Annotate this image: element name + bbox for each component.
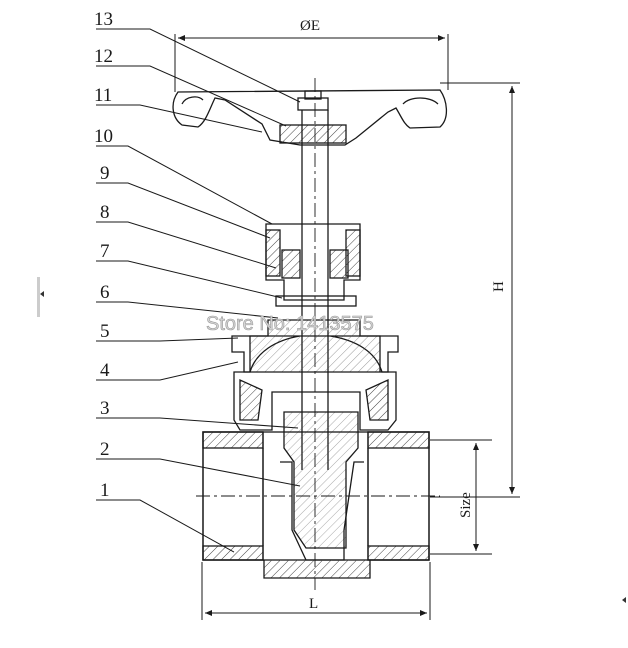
dimension-lines <box>174 34 520 620</box>
part-label-1: 1 <box>100 480 110 501</box>
dim-label-length: L <box>309 596 318 612</box>
part-label-10: 10 <box>94 126 113 147</box>
edge-artifact <box>37 277 40 317</box>
wheel-hub <box>279 124 347 144</box>
handwheel <box>172 89 448 146</box>
part-label-6: 6 <box>100 282 110 303</box>
edge-arrow-right-icon <box>622 597 626 603</box>
left-port-bottom-wall <box>202 545 264 561</box>
body-shell <box>233 371 397 431</box>
wedge-gate <box>283 411 359 549</box>
watermark-text: Store No: 1413575 <box>206 313 374 335</box>
part-label-4: 4 <box>100 360 110 381</box>
dim-label-height: H <box>491 281 507 292</box>
dim-label-size: Size <box>458 492 474 518</box>
leader-lines <box>96 28 301 553</box>
part-label-7: 7 <box>100 241 110 262</box>
part-label-13: 13 <box>94 9 113 30</box>
gland <box>275 295 357 307</box>
centerlines <box>196 78 440 590</box>
wheel-nut <box>297 97 329 111</box>
part-label-2: 2 <box>100 439 110 460</box>
right-port-bottom-wall <box>367 545 430 561</box>
edge-arrow-icon <box>40 291 44 297</box>
part-label-12: 12 <box>94 46 113 67</box>
packing <box>281 249 301 279</box>
part-number-labels: 13 12 11 10 9 8 7 6 5 4 3 2 1 <box>94 9 113 501</box>
part-label-11: 11 <box>94 85 112 106</box>
dim-label-diameter: ØE <box>300 18 320 34</box>
part-label-8: 8 <box>100 202 110 223</box>
body-bottom <box>263 560 371 579</box>
part-label-9: 9 <box>100 163 110 184</box>
stem-top <box>304 90 322 100</box>
part-label-5: 5 <box>100 321 110 342</box>
right-port-top-wall <box>367 431 430 449</box>
left-port-top-wall <box>202 431 264 449</box>
part-label-3: 3 <box>100 398 110 419</box>
